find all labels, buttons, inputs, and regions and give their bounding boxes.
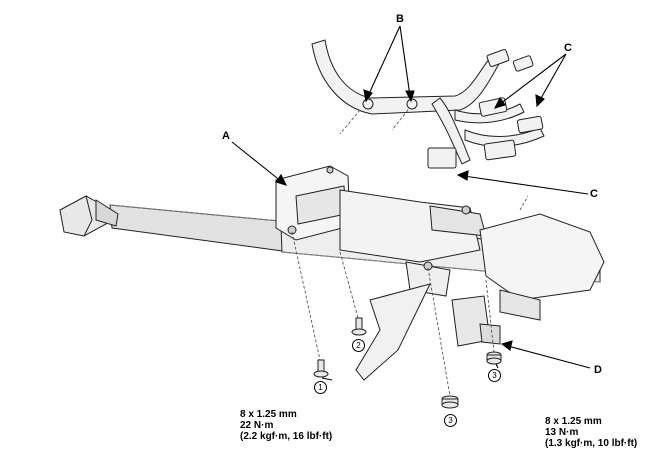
nut-3-right-icon: [486, 351, 502, 365]
torque-spec-right: 8 x 1.25 mm 13 N·m (1.3 kgf·m, 10 lbf·ft…: [545, 416, 637, 449]
torque-spec-left: 8 x 1.25 mm 22 N·m (2.2 kgf·m, 16 lbf·ft…: [240, 409, 332, 442]
fasteners: [313, 317, 502, 409]
bolt-1-icon: [313, 359, 329, 378]
torque-spec-right-size: 8 x 1.25 mm: [545, 416, 602, 427]
torque-spec-left-size: 8 x 1.25 mm: [240, 409, 297, 420]
callout-c-top: C: [564, 42, 572, 54]
callout-c-mid: C: [590, 188, 598, 200]
callout-a: A: [222, 130, 230, 142]
fastener-number-3-right: 3: [488, 369, 501, 382]
fastener-number-2: 2: [352, 339, 365, 352]
steering-column: [59, 165, 605, 381]
callout-b: B: [396, 13, 404, 25]
callout-arrows: [231, 25, 591, 381]
torque-spec-right-alt: (1.3 kgf·m, 10 lbf·ft): [545, 438, 638, 449]
fastener-number-1: 1: [314, 381, 327, 394]
wire-harness: [311, 39, 545, 169]
torque-spec-left-torque: 22 N·m: [240, 420, 274, 431]
nut-3-mid-icon: [441, 395, 459, 409]
fastener-number-3-mid: 3: [444, 414, 457, 427]
bolt-2-icon: [351, 317, 367, 336]
install-guide-lines: [291, 109, 529, 397]
callout-d: D: [594, 364, 602, 376]
torque-spec-left-alt: (2.2 kgf·m, 16 lbf·ft): [240, 431, 333, 442]
torque-spec-right-torque: 13 N·m: [545, 427, 579, 438]
